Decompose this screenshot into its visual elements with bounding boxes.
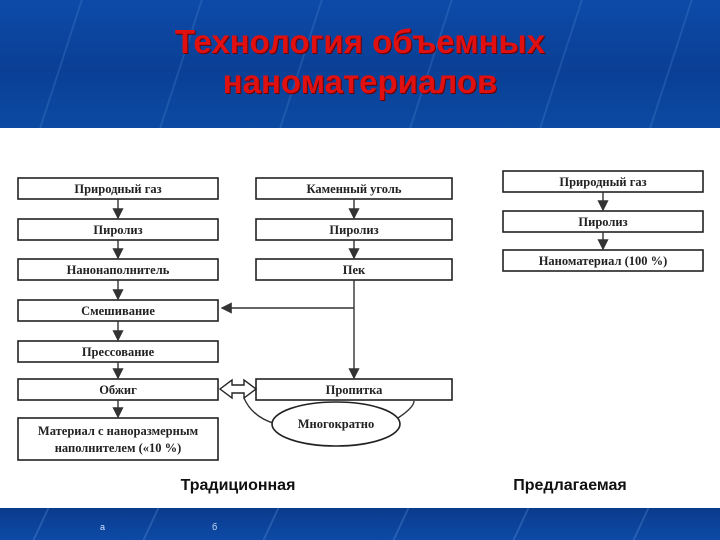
box-natural-gas-left: Природный газ xyxy=(17,177,219,200)
box-result-material: Материал с наноразмерным наполнителем («… xyxy=(17,417,219,461)
box-impregnation: Пропитка xyxy=(255,378,453,401)
box-pressing: Прессование xyxy=(17,340,219,363)
label-pitch: Пек xyxy=(343,263,366,277)
footer-mark-a: а xyxy=(100,522,106,532)
label-pyrolysis-left: Пиролиз xyxy=(93,223,142,237)
box-pyrolysis-left: Пиролиз xyxy=(17,218,219,241)
box-nanofiller: Нанонаполнитель xyxy=(17,258,219,281)
box-mixing: Смешивание xyxy=(17,299,219,322)
label-result-line-1: Материал с наноразмерным xyxy=(38,424,199,438)
double-arrow-firing-impregnation xyxy=(218,378,258,400)
label-natural-gas-right: Природный газ xyxy=(559,175,646,189)
label-pyrolysis-right: Пиролиз xyxy=(578,215,627,229)
label-mixing: Смешивание xyxy=(81,304,155,318)
label-nanofiller: Нанонаполнитель xyxy=(67,263,170,277)
label-repeatedly: Многократно xyxy=(298,417,375,431)
title-banner: Технология объемных наноматериалов xyxy=(0,0,720,128)
label-coal: Каменный уголь xyxy=(306,182,401,196)
label-natural-gas-left: Природный газ xyxy=(74,182,161,196)
label-firing: Обжиг xyxy=(99,383,137,397)
box-nanomaterial: Наноматериал (100 %) xyxy=(502,249,704,272)
title-line-2: наноматериалов xyxy=(222,63,498,100)
label-impregnation: Пропитка xyxy=(326,383,383,397)
box-pitch: Пек xyxy=(255,258,453,281)
caption-traditional: Традиционная xyxy=(181,477,296,494)
box-pyrolysis-middle: Пиролиз xyxy=(255,218,453,241)
box-coal: Каменный уголь xyxy=(255,177,453,200)
box-natural-gas-right: Природный газ xyxy=(502,170,704,193)
caption-proposed: Предлагаемая xyxy=(513,477,627,494)
label-pressing: Прессование xyxy=(82,345,155,359)
loop-repeatedly: Многократно xyxy=(243,397,415,447)
slide-title: Технология объемных наноматериалов xyxy=(0,22,720,102)
loop-connector xyxy=(243,397,277,425)
footer-mark-b: б xyxy=(212,522,218,532)
label-result-line-2: наполнителем («10 %) xyxy=(55,441,182,455)
label-pyrolysis-middle: Пиролиз xyxy=(329,223,378,237)
box-firing: Обжиг xyxy=(17,378,219,401)
title-line-1: Технология объемных xyxy=(174,23,546,60)
box-pyrolysis-right: Пиролиз xyxy=(502,210,704,233)
footer-band: а б xyxy=(0,508,720,540)
label-nanomaterial: Наноматериал (100 %) xyxy=(539,254,668,268)
